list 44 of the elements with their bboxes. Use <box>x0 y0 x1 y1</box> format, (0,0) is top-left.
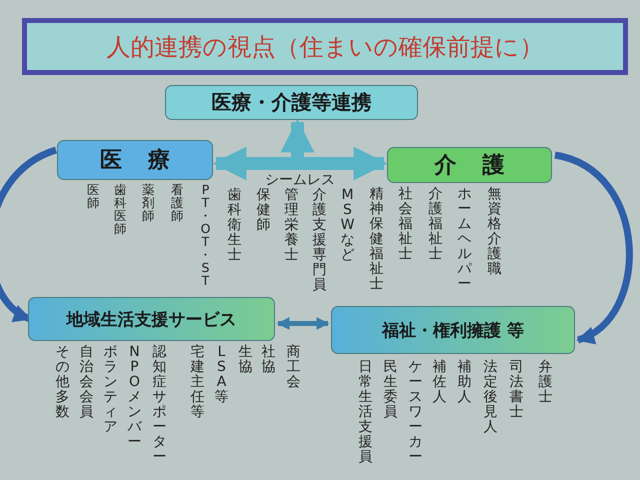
job-title: 介護支援専門員 <box>312 188 327 293</box>
job-title: ホームヘルパー <box>457 187 472 292</box>
job-title: 保健師 <box>256 188 271 233</box>
job-title: 日常生活支援員 <box>358 360 373 465</box>
title-banner: 人的連携の視点（住まいの確保前提に） <box>22 18 628 75</box>
job-title: NPOメンバー <box>127 345 142 450</box>
job-title: LSA等 <box>214 345 229 405</box>
job-title: 弁護士 <box>538 360 553 405</box>
block-arrow <box>280 118 314 160</box>
category-box: 福祉・権利擁護 等 <box>331 306 575 354</box>
block-arrow <box>212 146 388 180</box>
job-title: 社会福祉士 <box>398 187 413 262</box>
job-title: ボランティア <box>103 345 118 435</box>
job-title: MSWなど <box>340 188 355 263</box>
job-title: 生協 <box>238 345 253 375</box>
job-title: 歯科衛生士 <box>227 188 242 263</box>
job-title: 宅建主任等 <box>190 345 205 420</box>
job-title: PT・OT・ST <box>198 183 213 287</box>
job-title: 歯科医師 <box>113 183 128 235</box>
job-title: 無資格介護職 <box>487 187 502 277</box>
job-title: その他多数 <box>55 345 70 420</box>
job-title: 介護福祉士 <box>428 187 443 262</box>
job-title: 民生委員 <box>383 360 398 420</box>
job-title: 法定後見人 <box>483 360 498 435</box>
curved-arrow <box>554 152 633 344</box>
job-title: 社協 <box>261 345 276 375</box>
job-title: 司法書士 <box>509 360 524 420</box>
job-title: 精神保健福祉士 <box>369 187 384 292</box>
category-box: 地域生活支援サービス <box>28 297 275 341</box>
job-title: 看護師 <box>170 183 185 222</box>
job-title: ケースワーカー <box>408 360 423 465</box>
job-title: 商工会 <box>286 345 301 390</box>
job-title: 薬剤師 <box>141 183 156 222</box>
job-title: 自治会会員 <box>79 345 94 420</box>
job-title: 補佐人 <box>432 360 447 405</box>
category-box: 介護 <box>387 147 552 183</box>
category-box: 医療 <box>57 140 213 180</box>
job-title: 認知症サポーター <box>152 345 167 465</box>
job-title: 医師 <box>86 183 101 209</box>
double-arrow <box>276 317 330 330</box>
job-title: 補助人 <box>457 360 472 405</box>
heading-box: 医療・介護等連携 <box>165 85 418 120</box>
job-title: 管理栄養士 <box>284 188 299 263</box>
curved-arrow <box>0 146 58 322</box>
